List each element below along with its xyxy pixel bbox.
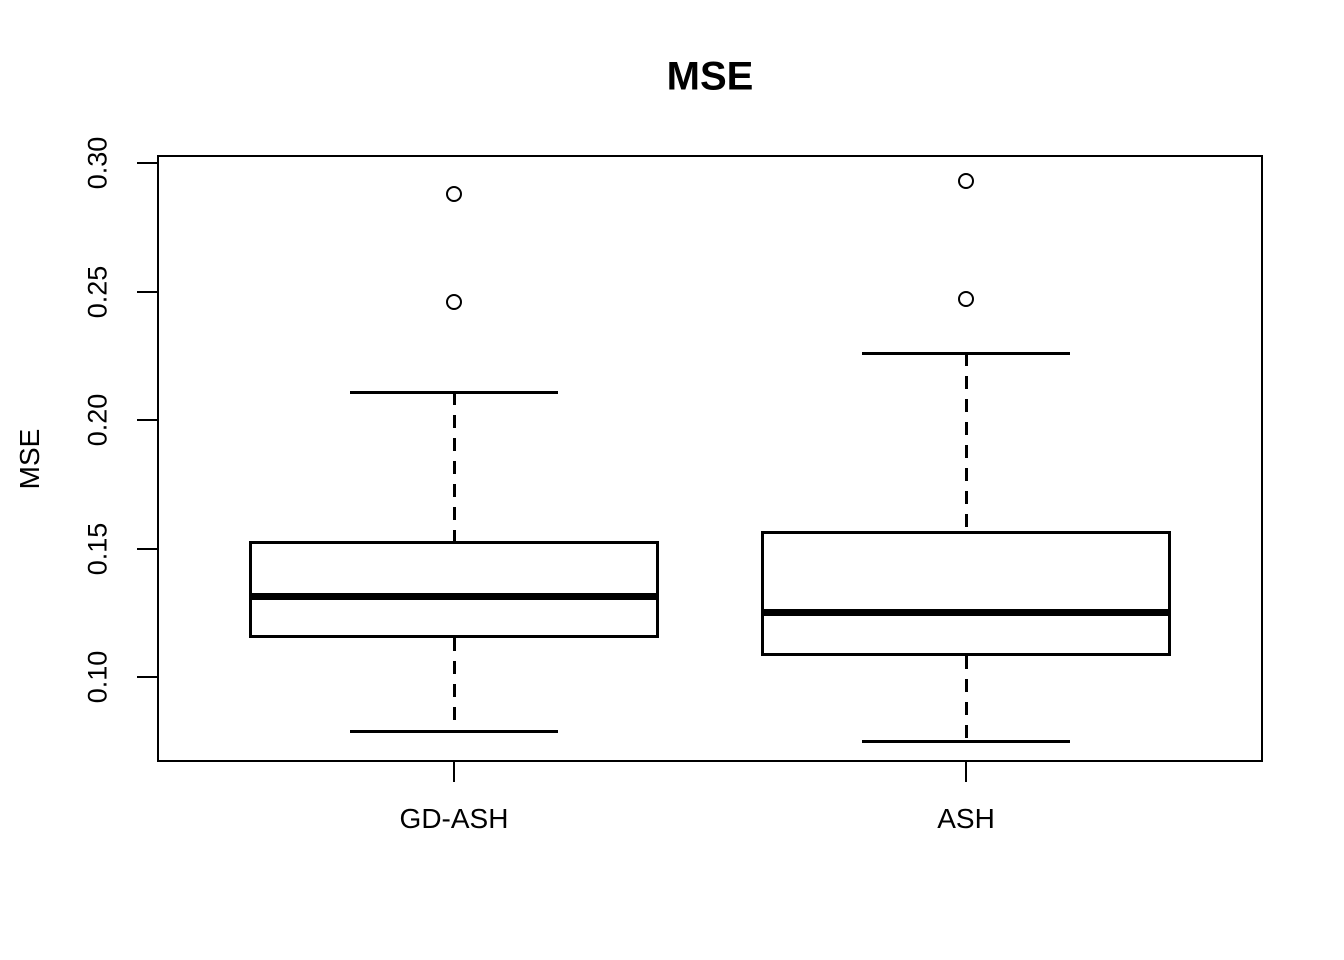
- y-tick-mark: [137, 419, 157, 421]
- upper-whisker-cap-gd-ash: [350, 391, 558, 394]
- upper-whisker-cap-ash: [862, 352, 1070, 355]
- outlier-point-gd-ash: [446, 294, 462, 310]
- lower-whisker-cap-ash: [862, 740, 1070, 743]
- y-tick-label: 0.20: [82, 393, 113, 447]
- iqr-box-gd-ash: [249, 541, 659, 638]
- plot-frame: [157, 155, 1263, 762]
- upper-whisker-ash: [965, 353, 968, 531]
- y-tick-mark: [137, 162, 157, 164]
- lower-whisker-ash: [965, 656, 968, 741]
- chart-title: MSE: [666, 54, 754, 99]
- median-line-ash: [761, 609, 1171, 616]
- y-tick-mark: [137, 291, 157, 293]
- y-tick-label: 0.25: [82, 265, 113, 319]
- y-tick-label: 0.30: [82, 136, 113, 190]
- y-tick-mark: [137, 676, 157, 678]
- x-category-label-gd-ash: GD-ASH: [399, 803, 509, 834]
- upper-whisker-gd-ash: [453, 392, 456, 541]
- x-tick-mark: [453, 762, 455, 782]
- y-axis-label: MSE: [14, 428, 45, 490]
- outlier-point-gd-ash: [446, 186, 462, 202]
- outlier-point-ash: [958, 291, 974, 307]
- y-tick-label: 0.15: [82, 522, 113, 576]
- outlier-point-ash: [958, 173, 974, 189]
- y-tick-label: 0.10: [82, 650, 113, 704]
- x-category-label-ash: ASH: [937, 803, 995, 834]
- lower-whisker-gd-ash: [453, 638, 456, 731]
- x-tick-mark: [965, 762, 967, 782]
- lower-whisker-cap-gd-ash: [350, 730, 558, 733]
- iqr-box-ash: [761, 531, 1171, 656]
- y-tick-mark: [137, 548, 157, 550]
- median-line-gd-ash: [249, 593, 659, 600]
